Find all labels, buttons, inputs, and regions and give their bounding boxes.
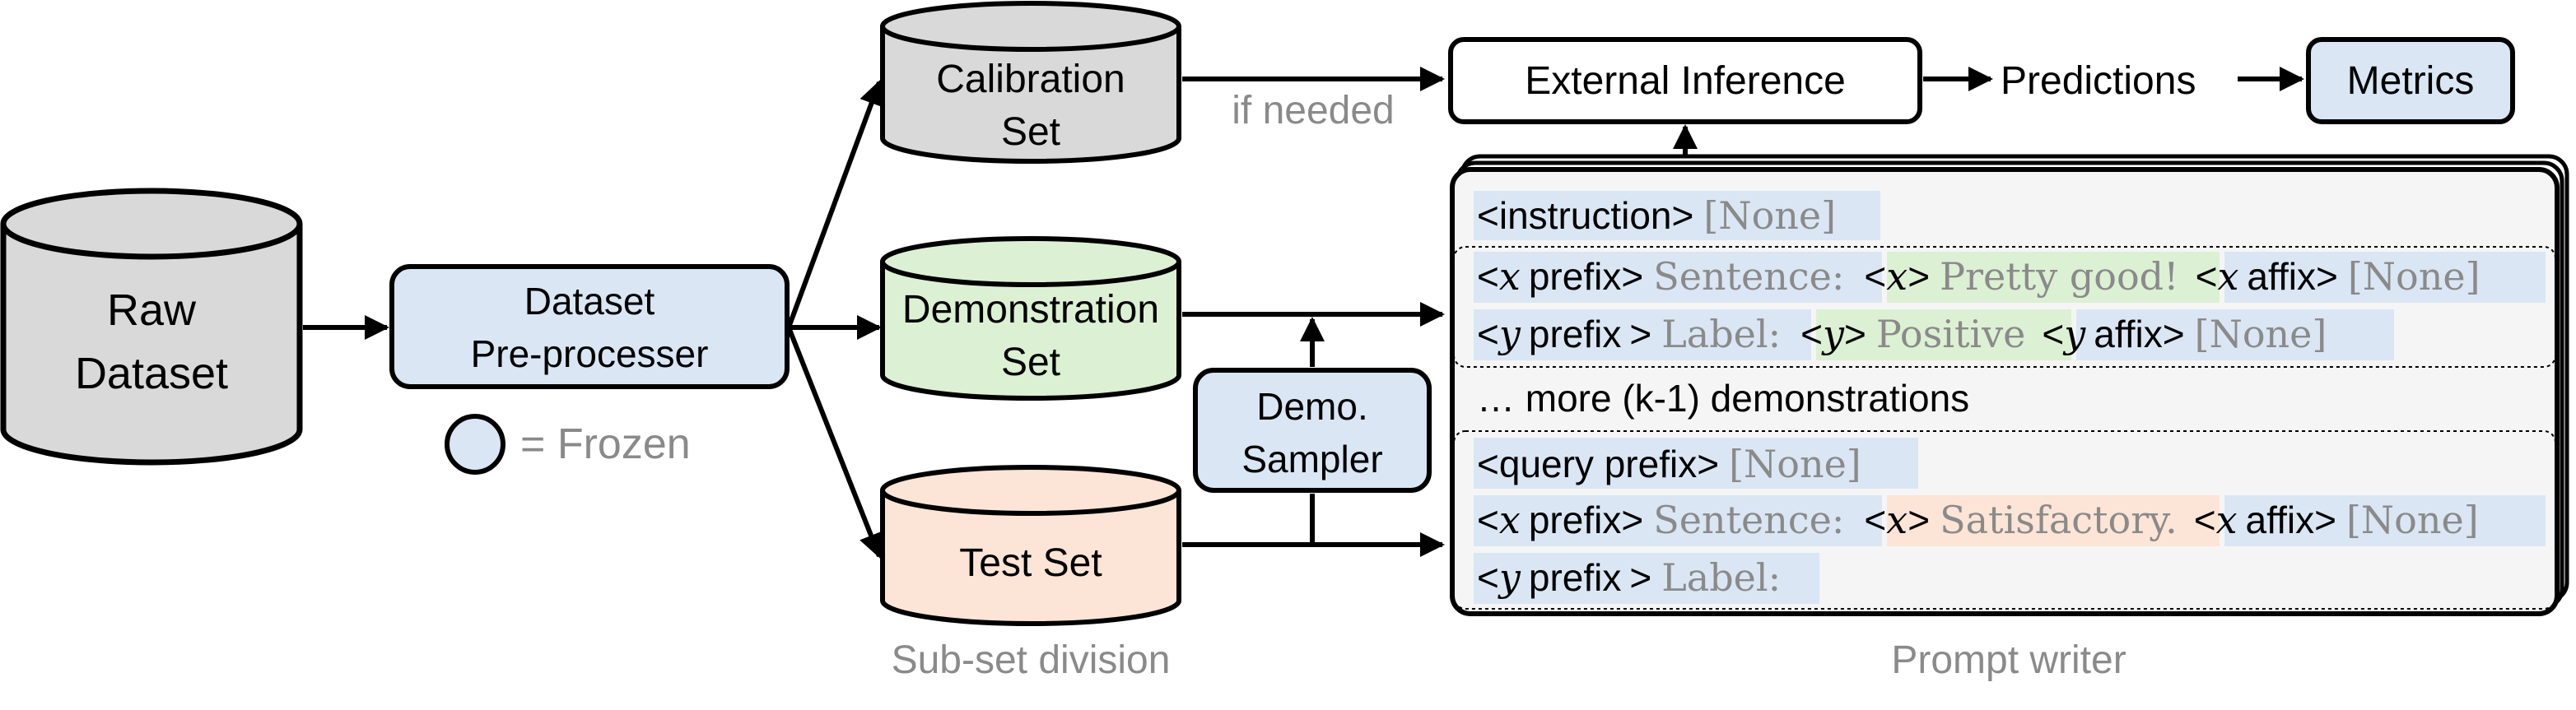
arrow-to-calibration: [786, 80, 883, 329]
calibration-label-line2: Set: [1001, 110, 1060, 154]
predictions-label: Predictions: [2001, 59, 2196, 103]
frozen-legend-swatch: [445, 414, 505, 475]
query-prefix-row: <query prefix>[None]: [1477, 442, 1861, 486]
demonstration-set-cylinder: Demonstration Set: [880, 236, 1181, 401]
calibration-set-cylinder: Calibration Set: [880, 1, 1181, 164]
preprocessor-label-line1: Dataset: [524, 280, 655, 323]
raw-dataset-label-line2: Dataset: [75, 349, 228, 398]
token-instruction-bg: [1474, 191, 1880, 240]
raw-dataset-cylinder: Raw Dataset: [0, 188, 303, 466]
external-inference-label: External Inference: [1525, 59, 1846, 103]
demo-sampler-label-line1: Demo.: [1256, 385, 1367, 428]
instruction-none: [None]: [1703, 193, 1836, 238]
preprocessor-box: Dataset Pre-processer: [389, 264, 790, 389]
test-set-label: Test Set: [959, 541, 1102, 585]
query-block: [1453, 430, 2556, 610]
raw-dataset-label-line1: Raw: [107, 285, 197, 335]
frozen-legend-text: = Frozen: [520, 420, 691, 468]
instruction-tag: <instruction>: [1477, 194, 1693, 237]
test-set-cylinder: Test Set: [880, 465, 1181, 626]
instruction-row: <instruction>[None]: [1477, 193, 1836, 238]
token-demo-y-bg: [1816, 309, 2071, 360]
arrow-to-test: [786, 326, 883, 559]
if-needed-label: if needed: [1232, 89, 1395, 132]
metrics-label: Metrics: [2347, 59, 2475, 103]
prompt-writer-caption: Prompt writer: [1891, 638, 2126, 682]
preprocessor-label-line2: Pre-processer: [471, 332, 709, 375]
demonstration-label-line2: Set: [1001, 341, 1060, 384]
token-query-x-bg: [1887, 495, 2220, 546]
token-demo-x-bg: [1887, 252, 2220, 303]
more-demonstrations-label: … more (k-1) demonstrations: [1477, 377, 1969, 420]
external-inference-box: External Inference: [1448, 37, 1922, 124]
calibration-label-line1: Calibration: [936, 58, 1125, 101]
demonstration-label-line1: Demonstration: [902, 288, 1159, 332]
demo-sampler-label-line2: Sampler: [1241, 438, 1382, 480]
demo-sampler-box: Demo. Sampler: [1193, 368, 1432, 493]
metrics-box: Metrics: [2306, 37, 2515, 124]
frozen-legend: = Frozen: [445, 414, 691, 475]
subset-division-caption: Sub-set division: [892, 638, 1171, 682]
